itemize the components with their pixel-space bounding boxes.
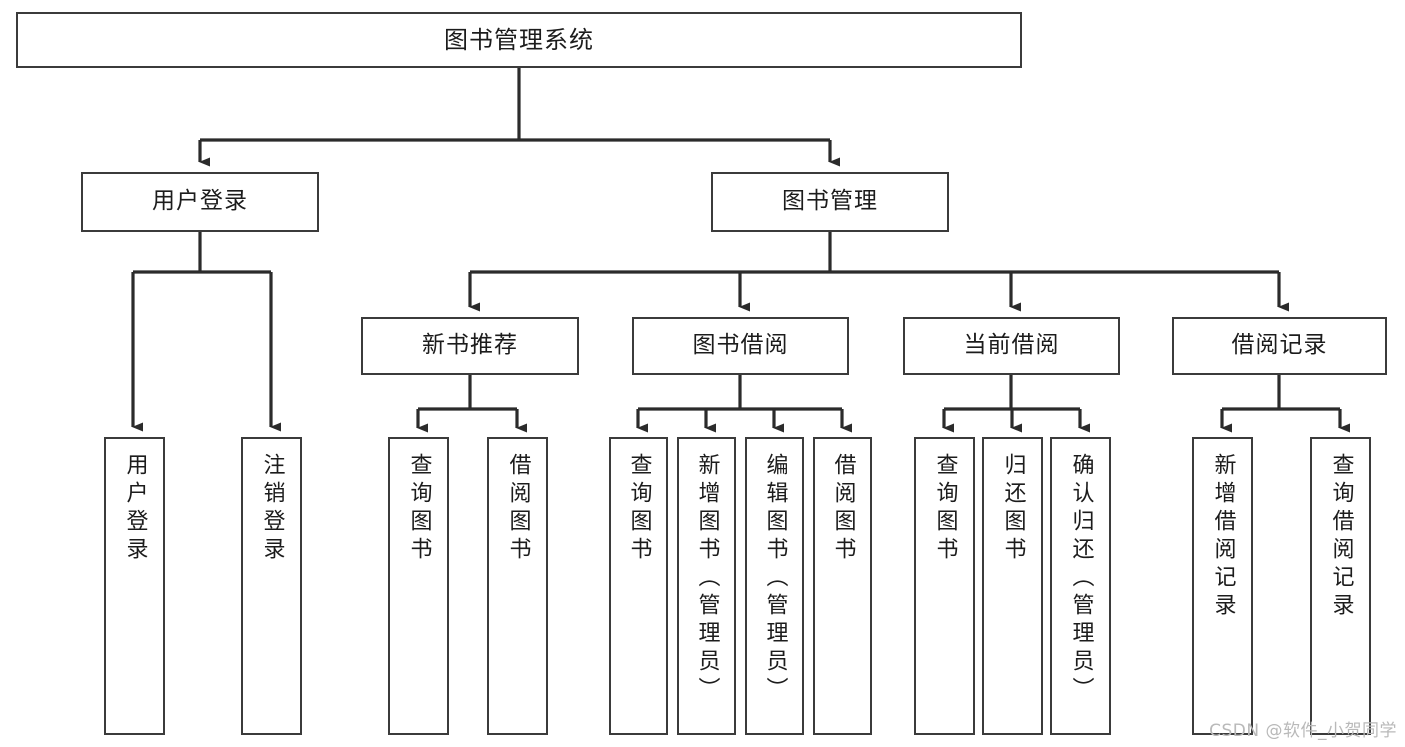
node-leaf-logout[interactable]: 注销登录 bbox=[241, 437, 302, 735]
node-leaf-add-book-admin[interactable]: 新增图书（管理员） bbox=[677, 437, 736, 735]
node-leaf-query-book-borrow[interactable]: 查询图书 bbox=[609, 437, 668, 735]
node-borrow-record[interactable]: 借阅记录 bbox=[1172, 317, 1387, 375]
node-leaf-return-book[interactable]: 归还图书 bbox=[982, 437, 1043, 735]
node-leaf-borrow-book-label: 借阅图书 bbox=[830, 453, 856, 565]
node-leaf-query-borrow-record-label: 查询借阅记录 bbox=[1328, 453, 1354, 621]
node-leaf-return-book-label: 归还图书 bbox=[1000, 453, 1026, 565]
node-user-login-label: 用户登录 bbox=[152, 188, 248, 215]
node-book-management-label: 图书管理 bbox=[782, 188, 878, 215]
node-leaf-confirm-return-admin[interactable]: 确认归还（管理员） bbox=[1050, 437, 1111, 735]
node-leaf-query-borrow-record[interactable]: 查询借阅记录 bbox=[1310, 437, 1371, 735]
node-borrow-record-label: 借阅记录 bbox=[1231, 332, 1328, 359]
node-root[interactable]: 图书管理系统 bbox=[16, 12, 1022, 68]
node-new-book-recommend-label: 新书推荐 bbox=[422, 332, 518, 359]
node-book-management[interactable]: 图书管理 bbox=[711, 172, 949, 232]
node-leaf-query-book-rec[interactable]: 查询图书 bbox=[388, 437, 449, 735]
node-leaf-query-book-current-label: 查询图书 bbox=[932, 453, 958, 565]
node-leaf-query-book-current[interactable]: 查询图书 bbox=[914, 437, 975, 735]
node-leaf-query-book-rec-label: 查询图书 bbox=[406, 453, 432, 565]
node-current-borrow-label: 当前借阅 bbox=[963, 332, 1060, 359]
node-leaf-add-borrow-record-label: 新增借阅记录 bbox=[1210, 453, 1236, 621]
node-leaf-query-book-borrow-label: 查询图书 bbox=[626, 453, 652, 565]
node-leaf-user-login-label: 用户登录 bbox=[122, 453, 148, 565]
node-leaf-add-borrow-record[interactable]: 新增借阅记录 bbox=[1192, 437, 1253, 735]
node-leaf-edit-book-admin[interactable]: 编辑图书（管理员） bbox=[745, 437, 804, 735]
node-leaf-add-book-admin-label: 新增图书（管理员） bbox=[694, 453, 720, 705]
node-leaf-logout-label: 注销登录 bbox=[259, 453, 285, 565]
csdn-watermark: CSDN @软件_小贺同学 bbox=[1209, 721, 1397, 741]
node-book-borrow[interactable]: 图书借阅 bbox=[632, 317, 849, 375]
node-leaf-edit-book-admin-label: 编辑图书（管理员） bbox=[762, 453, 788, 705]
node-new-book-recommend[interactable]: 新书推荐 bbox=[361, 317, 579, 375]
node-leaf-borrow-book[interactable]: 借阅图书 bbox=[813, 437, 872, 735]
node-current-borrow[interactable]: 当前借阅 bbox=[903, 317, 1120, 375]
node-root-label: 图书管理系统 bbox=[444, 25, 594, 54]
node-leaf-user-login[interactable]: 用户登录 bbox=[104, 437, 165, 735]
node-leaf-borrow-book-rec[interactable]: 借阅图书 bbox=[487, 437, 548, 735]
node-leaf-confirm-return-admin-label: 确认归还（管理员） bbox=[1068, 453, 1094, 705]
node-user-login[interactable]: 用户登录 bbox=[81, 172, 319, 232]
node-book-borrow-label: 图书借阅 bbox=[692, 332, 789, 359]
node-leaf-borrow-book-rec-label: 借阅图书 bbox=[505, 453, 531, 565]
